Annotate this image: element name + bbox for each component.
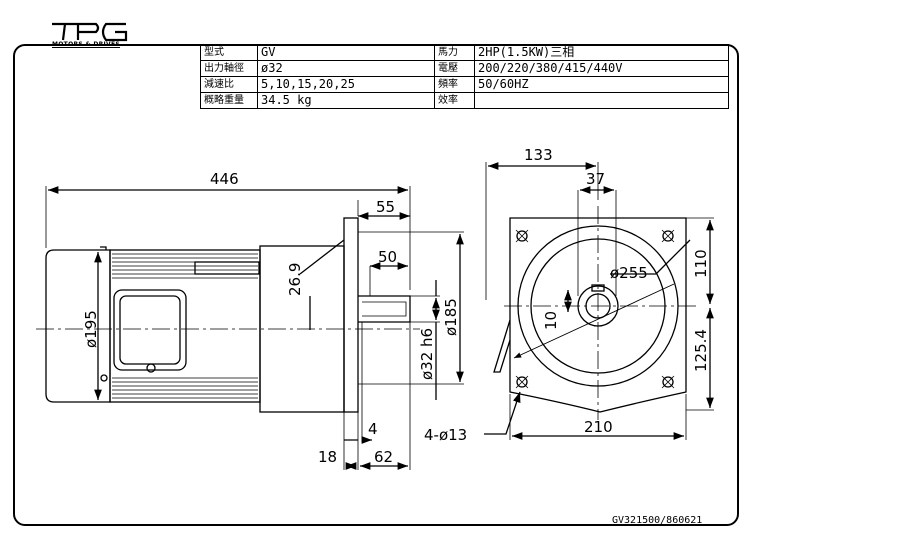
spec-row: 出力軸徑 ø32 電壓 200/220/380/415/440V xyxy=(200,60,729,77)
dim-base-width: 210 xyxy=(584,418,613,436)
dim-flange-spigot: ø185 xyxy=(442,298,460,336)
dim-height-bottom: 125.4 xyxy=(692,329,710,372)
spec-value: GV xyxy=(257,44,435,61)
dim-flange-to-shaft: 55 xyxy=(376,198,395,216)
side-view xyxy=(45,217,411,413)
spec-value: 2HP(1.5KW)三相 xyxy=(474,44,729,61)
dim-motor-diameter: ø195 xyxy=(82,310,100,348)
dim-shaft-length: 50 xyxy=(378,248,397,266)
dim-overall-length: 446 xyxy=(210,170,239,188)
drawing-number: GV321500/860621 xyxy=(612,515,703,526)
dim-height-top: 110 xyxy=(692,249,710,278)
dim-shaft-overall: 62 xyxy=(374,448,393,466)
dim-width-133: 133 xyxy=(524,146,553,164)
spec-table: 型式 GV 馬力 2HP(1.5KW)三相 出力軸徑 ø32 電壓 200/22… xyxy=(200,44,729,109)
spec-value: 50/60HZ xyxy=(474,76,729,93)
spec-row: 型式 GV 馬力 2HP(1.5KW)三相 xyxy=(200,44,729,61)
dim-key-width: 37 xyxy=(586,170,605,188)
dim-flange-thickness: 18 xyxy=(318,448,337,466)
dim-key-10: 10 xyxy=(542,311,560,330)
dim-key-height: 26.9 xyxy=(286,263,304,296)
spec-value: 34.5 kg xyxy=(257,92,435,109)
company-logo xyxy=(52,22,128,42)
dim-pcd: ø255 xyxy=(610,264,648,282)
front-view xyxy=(493,217,687,413)
spec-value xyxy=(474,92,729,109)
spec-row: 概略重量 34.5 kg 效率 xyxy=(200,92,729,109)
logo-subtitle: MOTORS & DRIVES xyxy=(52,41,121,48)
spec-row: 減速比 5,10,15,20,25 頻率 50/60HZ xyxy=(200,76,729,93)
dim-mount-holes: 4-ø13 xyxy=(424,426,467,444)
dim-shaft-shoulder: 4 xyxy=(368,420,378,438)
spec-label: 概略重量 xyxy=(200,92,258,109)
dim-shaft-diameter: ø32 h6 xyxy=(418,328,436,380)
spec-value: 5,10,15,20,25 xyxy=(257,76,435,93)
